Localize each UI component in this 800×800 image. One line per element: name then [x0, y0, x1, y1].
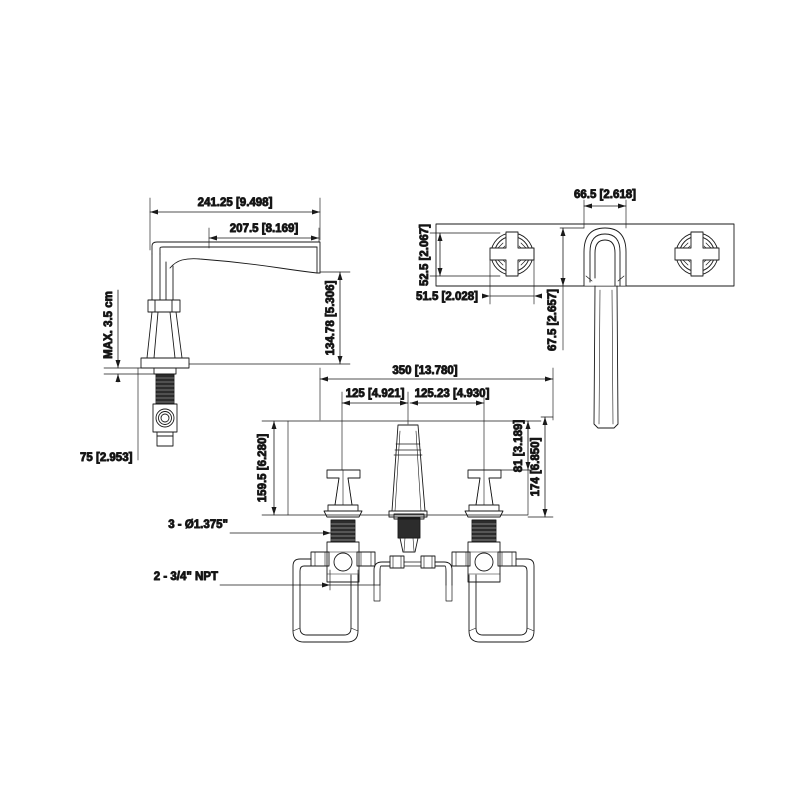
dim-label-handle-width: 51.5 [2.028] [416, 291, 478, 303]
dim-overall-height: 159.5 [6.280] [257, 420, 289, 516]
side-faucet-body [140, 241, 321, 447]
dim-shank-length: 75 [2.953] [80, 367, 139, 464]
plan-handle-right [464, 469, 504, 518]
dim-handle-height-plan: 81 [3.189] [500, 419, 542, 473]
dim-spout-width: 66.5 [2.618] [574, 189, 637, 229]
handle-left [489, 231, 535, 277]
widespread-front-view: 350 [13.780] 125 [4.921] 125.23 [4.930] [153, 365, 554, 643]
dim-label-left-center-spread: 125 [4.921] [346, 388, 405, 400]
dim-label-spout-projection-height: 67.5 [2.657] [547, 289, 559, 351]
dim-overall-spout-length: 241.25 [9.498] [149, 197, 321, 251]
threaded-shanks [330, 513, 497, 553]
plan-spout [388, 424, 428, 518]
dim-handle-height: 52.5 [2.067] [419, 223, 501, 286]
dim-label-shank-length: 75 [2.953] [80, 452, 133, 464]
note-npt-callout: 2 - 3/4" NPT [153, 569, 381, 591]
dim-left-center-spread: 125 [4.921] [341, 388, 409, 471]
dim-label-spout-width: 66.5 [2.618] [574, 189, 636, 201]
dim-spout-height: 134.78 [5.306] [188, 271, 351, 365]
dim-label-spout-reach: 207.5 [8.169] [230, 223, 299, 235]
dim-label-handle-height-plan: 81 [3.189] [513, 420, 525, 473]
note-hole-callout: 3 - Ø1.375" [168, 519, 332, 536]
dim-spout-height-plan: 174 [6.850] [527, 416, 554, 518]
dim-label-spout-height: 134.78 [5.306] [325, 280, 337, 355]
valve-bodies [326, 541, 501, 583]
dim-label-handle-height: 52.5 [2.067] [419, 224, 431, 286]
dim-overall-width: 350 [13.780] [319, 365, 554, 421]
dim-label-max-deck-thickness: MAX. 3.5 cm [103, 291, 115, 359]
note-label-hole-callout: 3 - Ø1.375" [168, 519, 228, 531]
dim-handle-width: 51.5 [2.028] [416, 247, 542, 305]
handle-right [674, 231, 720, 277]
dim-center-right-spread: 125.23 [4.930] [409, 388, 490, 471]
supply-hoses [292, 558, 535, 643]
dim-label-center-right-spread: 125.23 [4.930] [415, 388, 490, 400]
dim-label-spout-height-plan: 174 [6.850] [530, 437, 542, 496]
dim-label-overall-height: 159.5 [6.280] [257, 434, 269, 503]
wall-mount-front-view: 66.5 [2.618] 52.5 [2.067] 51.5 [2.028] [416, 189, 735, 429]
side-elevation-view: 241.25 [9.498] 207.5 [8.169] 134.78 [5.3… [80, 197, 351, 464]
note-label-npt-callout: 2 - 3/4" NPT [154, 571, 218, 583]
plan-handle-left [323, 469, 363, 518]
dim-max-deck-thickness: MAX. 3.5 cm [103, 289, 155, 383]
dim-spout-projection-height: 67.5 [2.657] [539, 227, 585, 351]
wall-spout [559, 227, 641, 429]
dim-label-overall-spout-length: 241.25 [9.498] [198, 197, 273, 209]
dim-spout-reach: 207.5 [8.169] [208, 223, 320, 249]
dim-label-overall-width: 350 [13.780] [392, 365, 457, 377]
